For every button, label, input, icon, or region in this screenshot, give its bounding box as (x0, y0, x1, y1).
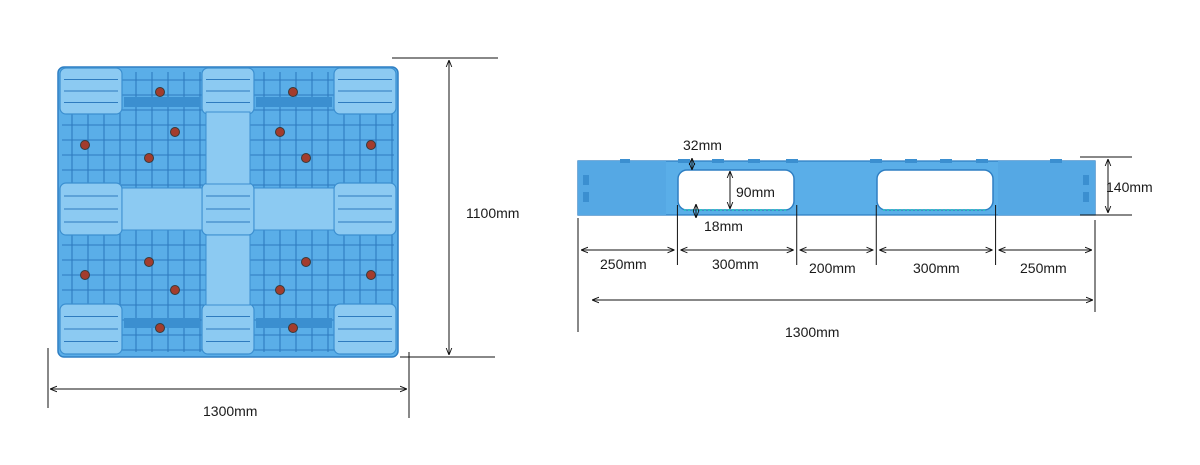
total-length-dimension: 1300mm (577, 218, 1096, 340)
bottom-label: 18mm (704, 218, 743, 234)
deck-notch (620, 159, 630, 163)
deck-notch (870, 159, 882, 163)
anti-slip-boss (155, 87, 165, 97)
deck-notch (712, 159, 724, 163)
edge-band (256, 97, 332, 107)
segment-labels: 250mm 300mm 200mm 300mm 250mm (600, 256, 1067, 276)
anti-slip-boss (80, 270, 90, 280)
segment-label-1: 250mm (600, 256, 647, 272)
segment-label-3: 200mm (809, 260, 856, 276)
anti-slip-boss (288, 323, 298, 333)
anti-slip-boss (275, 285, 285, 295)
anti-slip-boss (301, 257, 311, 267)
depth-dimension: 1100mm (392, 57, 519, 358)
center-stringer (253, 187, 335, 231)
deck-notch (748, 159, 760, 163)
fork-opening-right (876, 169, 994, 211)
anti-slip-boss (301, 153, 311, 163)
opening-height-dimension: 90mm (730, 171, 775, 209)
segment-dimensions (581, 205, 1092, 265)
anti-slip-boss (170, 127, 180, 137)
deck-notch (905, 159, 917, 163)
end-groove (583, 192, 589, 202)
width-dimension: 1300mm (47, 348, 410, 419)
pallet-top-view (57, 66, 399, 358)
anti-slip-boss (170, 285, 180, 295)
anti-slip-boss (80, 140, 90, 150)
deck-notch (678, 159, 690, 163)
anti-slip-boss (288, 87, 298, 97)
depth-label: 1100mm (466, 205, 519, 221)
edge-band (124, 318, 200, 328)
edge-band (124, 97, 200, 107)
deck-label: 32mm (683, 137, 722, 153)
center-stringer (121, 187, 203, 231)
end-groove (1083, 175, 1089, 185)
anti-slip-boss (155, 323, 165, 333)
pallet-side-view (577, 159, 1096, 216)
opening-height-label: 90mm (736, 184, 775, 200)
segment-label-5: 250mm (1020, 260, 1067, 276)
deck-notch (940, 159, 952, 163)
deck-notch (976, 159, 988, 163)
deck-notch (1050, 159, 1062, 163)
end-groove (1083, 192, 1089, 202)
anti-slip-boss (366, 270, 376, 280)
anti-slip-boss (275, 127, 285, 137)
anti-slip-boss (144, 153, 154, 163)
edge-band (256, 318, 332, 328)
deck-notch (786, 159, 798, 163)
height-label: 140mm (1106, 179, 1153, 195)
bottom-thickness-dimension: 18mm (696, 204, 743, 234)
center-stringer (205, 111, 251, 185)
segment-label-4: 300mm (913, 260, 960, 276)
total-length-label: 1300mm (785, 324, 839, 340)
width-label: 1300mm (203, 403, 257, 419)
anti-slip-boss (144, 257, 154, 267)
deck-thickness-dimension: 32mm (683, 137, 722, 170)
end-groove (583, 175, 589, 185)
segment-label-2: 300mm (712, 256, 759, 272)
center-stringer (205, 234, 251, 306)
anti-slip-boss (366, 140, 376, 150)
height-dimension: 140mm (1080, 156, 1153, 216)
